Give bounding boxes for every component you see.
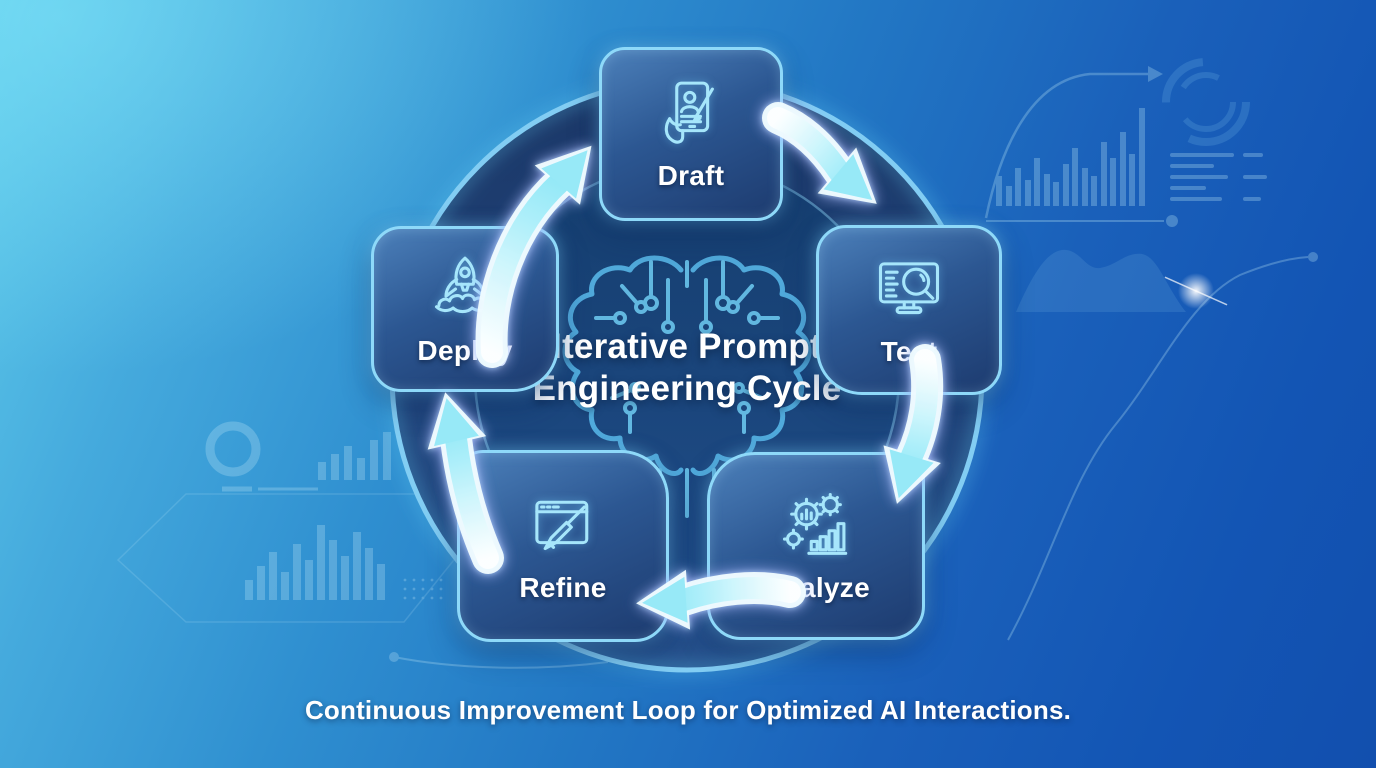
donut-chart-decoration (1162, 58, 1250, 146)
sparkle-decoration (1164, 273, 1228, 309)
node-label: Refine (519, 572, 607, 603)
tablet-pen-icon (664, 81, 714, 144)
window-chisel-icon (535, 500, 589, 551)
flow-line-decoration (1007, 256, 1309, 641)
node-test: Test (816, 225, 1002, 395)
cycle-title-line1: Iterative Prompt (552, 327, 822, 366)
monitor-magnifier-icon (878, 262, 940, 315)
node-analyze: Analyze (707, 452, 925, 640)
bar-chart-decoration (996, 108, 1145, 206)
rocket-launch-icon (434, 256, 494, 314)
arrow-draft-to-test (762, 102, 877, 204)
flow-line-decoration (984, 72, 1148, 219)
caption: Continuous Improvement Loop for Optimize… (304, 695, 1072, 725)
node-deploy: Deploy (371, 226, 559, 392)
dot-grid-decoration (403, 578, 443, 600)
right-decor-cluster (984, 58, 1318, 641)
node-refine: Refine (457, 450, 669, 642)
cycle-title: Iterative Prompt Engineering Cycle (487, 326, 887, 410)
node-label: Deploy (417, 335, 513, 366)
gears-bar-chart-icon (782, 492, 848, 555)
bar-chart-decoration (318, 432, 391, 480)
flow-line-decoration (393, 656, 609, 669)
bar-chart-decoration (245, 525, 385, 600)
donut-chart-decoration (205, 421, 261, 477)
arrow-decoration (1148, 66, 1163, 82)
cycle-title-line2: Engineering Cycle (532, 369, 842, 408)
node-label: Draft (657, 160, 725, 191)
node-label: Test (880, 336, 938, 367)
node-draft: Draft (599, 47, 783, 221)
area-chart-decoration (1016, 249, 1186, 312)
node-label: Analyze (762, 572, 870, 603)
text-lines-decoration (1170, 153, 1267, 201)
panel-outline-decoration (116, 493, 471, 623)
